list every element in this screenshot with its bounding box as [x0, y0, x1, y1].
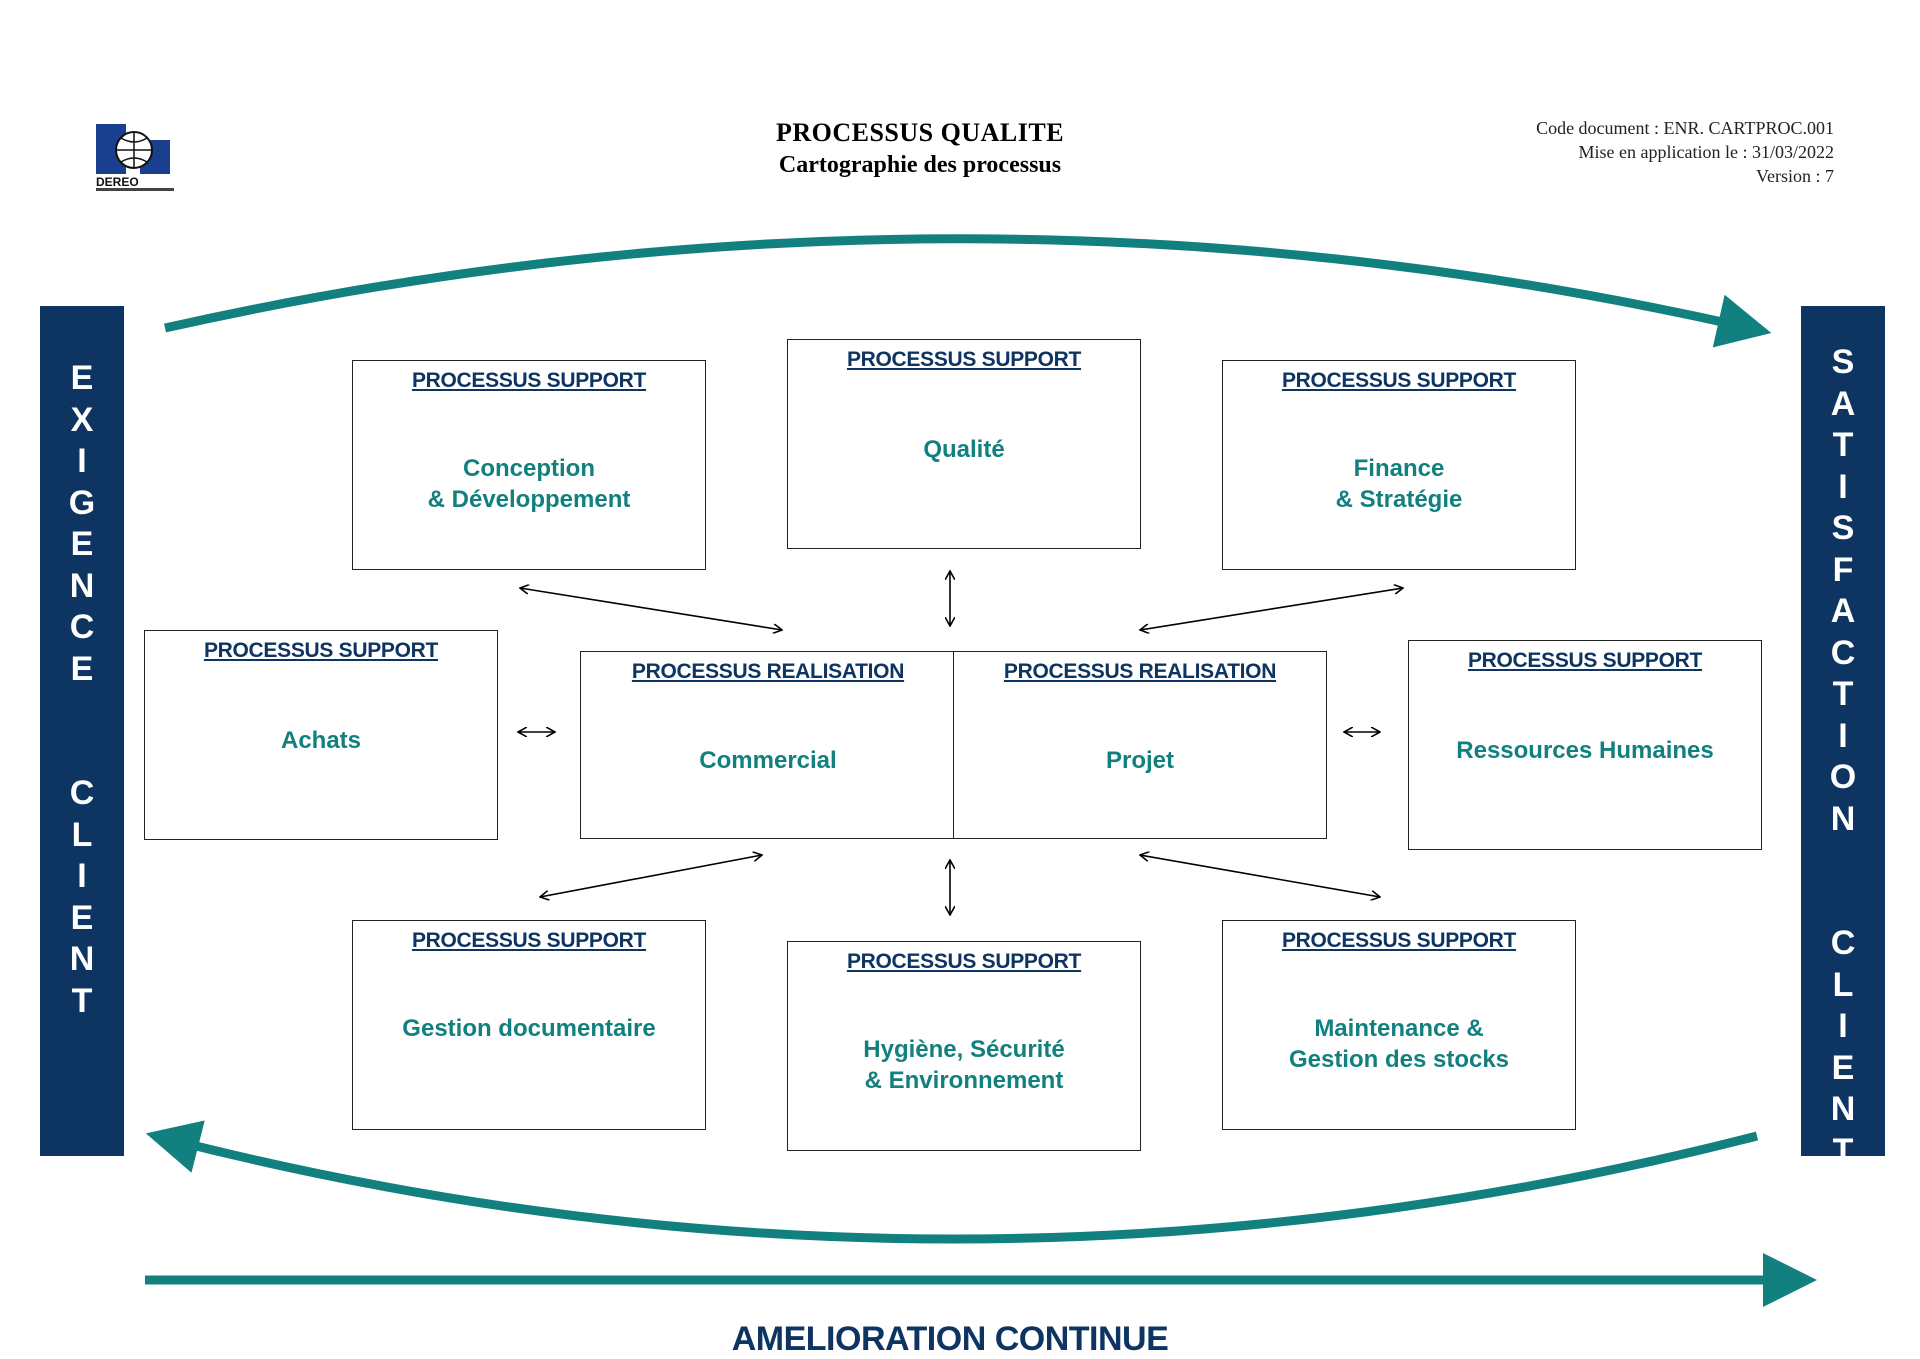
vertical-letter: I: [77, 442, 87, 480]
connector-commercial-gestiondoc: [540, 855, 762, 897]
vertical-letter: C: [69, 774, 95, 812]
mise-en-application: Mise en application le : 31/03/2022: [1578, 142, 1834, 162]
vertical-letter: L: [71, 815, 93, 854]
company-logo: DEREO: [94, 122, 178, 194]
vertical-letter: C: [1830, 633, 1856, 672]
process-name: Hygiène, Sécurité & Environnement: [863, 1036, 1065, 1094]
vertical-letter: T: [1832, 426, 1854, 464]
vertical-letter: I: [1838, 467, 1848, 506]
connector-conception-commercial: [520, 588, 782, 630]
connector-projet-maintenance: [1140, 855, 1380, 897]
vertical-letter: I: [1838, 716, 1848, 755]
process-name: Conception & Développement: [427, 455, 631, 513]
vertical-letter: E: [1831, 1048, 1855, 1087]
top-flow-arrow: [164, 234, 1772, 348]
process-finance: PROCESSUS SUPPORT Finance & Stratégie: [1222, 360, 1576, 570]
process-type-label: PROCESSUS SUPPORT: [1281, 369, 1517, 392]
vertical-letter: N: [69, 566, 95, 605]
bottom-flow-arrow: [145, 1120, 1759, 1244]
process-type-label: PROCESSUS SUPPORT: [846, 348, 1082, 371]
vertical-letter: F: [1832, 550, 1854, 589]
process-commercial: PROCESSUS REALISATION Commercial: [580, 651, 955, 839]
process-name: Gestion documentaire: [402, 1015, 656, 1042]
vertical-letter: E: [70, 649, 94, 688]
process-name: Projet: [1105, 747, 1174, 774]
process-type-label: PROCESSUS SUPPORT: [1281, 929, 1517, 952]
process-hse: PROCESSUS SUPPORT Hygiène, Sécurité & En…: [787, 941, 1141, 1151]
vertical-letter: L: [1832, 965, 1854, 1004]
vertical-letter: E: [70, 359, 94, 397]
vertical-letter: S: [1831, 343, 1855, 381]
process-type-label: PROCESSUS REALISATION: [631, 660, 905, 683]
process-projet: PROCESSUS REALISATION Projet: [953, 651, 1327, 839]
vertical-letter: X: [70, 400, 94, 439]
process-conception: PROCESSUS SUPPORT Conception & Développe…: [352, 360, 706, 570]
process-gestion-documentaire: PROCESSUS SUPPORT Gestion documentaire: [352, 920, 706, 1130]
vertical-letter: N: [1830, 799, 1856, 838]
vertical-letter: I: [1838, 1007, 1848, 1045]
process-ressources-humaines: PROCESSUS SUPPORT Ressources Humaines: [1408, 640, 1762, 850]
vertical-letter: G: [68, 483, 96, 522]
process-name: Commercial: [699, 747, 837, 774]
vertical-letter: E: [70, 898, 94, 937]
document-meta: Code document : ENR. CARTPROC.001 Mise e…: [1536, 116, 1834, 188]
vertical-letter: O: [1829, 758, 1857, 796]
vertical-letter: A: [1830, 592, 1856, 630]
amelioration-continue-label: AMELIORATION CONTINUE: [731, 1320, 1169, 1358]
process-name: Qualité: [923, 436, 1005, 463]
process-maintenance: PROCESSUS SUPPORT Maintenance & Gestion …: [1222, 920, 1576, 1130]
logo-text: DEREO: [96, 175, 139, 189]
process-type-label: PROCESSUS SUPPORT: [411, 929, 647, 952]
vertical-letter: C: [69, 608, 95, 646]
vertical-letter: A: [1830, 384, 1856, 423]
process-type-label: PROCESSUS SUPPORT: [1467, 649, 1703, 672]
vertical-letter: T: [71, 981, 93, 1020]
process-name: Achats: [280, 727, 362, 754]
process-name: Finance & Stratégie: [1335, 455, 1463, 513]
process-name: Ressources Humaines: [1456, 737, 1714, 764]
vertical-letter: S: [1831, 509, 1855, 547]
document-title: PROCESSUS QUALITE: [775, 118, 1065, 147]
connector-finance-projet: [1140, 588, 1403, 630]
vertical-letter: N: [1830, 1090, 1856, 1128]
vertical-letter: C: [1830, 924, 1856, 962]
process-type-label: PROCESSUS SUPPORT: [846, 950, 1082, 973]
vertical-letter: T: [1832, 675, 1854, 713]
process-qualite: PROCESSUS SUPPORT Qualité: [787, 339, 1141, 549]
code-document: Code document : ENR. CARTPROC.001: [1536, 118, 1834, 138]
vertical-letter: I: [77, 857, 87, 895]
process-type-label: PROCESSUS REALISATION: [1003, 660, 1277, 683]
version: Version : 7: [1756, 166, 1834, 186]
vertical-letter: E: [70, 525, 94, 563]
process-type-label: PROCESSUS SUPPORT: [411, 369, 647, 392]
process-achats: PROCESSUS SUPPORT Achats: [144, 630, 498, 840]
vertical-letter: T: [1832, 1131, 1854, 1170]
document-subtitle: Cartographie des processus: [778, 152, 1062, 178]
vertical-letter: N: [69, 940, 95, 978]
document-title-block: PROCESSUS QUALITE Cartographie des proce…: [560, 118, 1280, 179]
process-type-label: PROCESSUS SUPPORT: [203, 639, 439, 662]
process-name: Maintenance & Gestion des stocks: [1288, 1015, 1510, 1073]
